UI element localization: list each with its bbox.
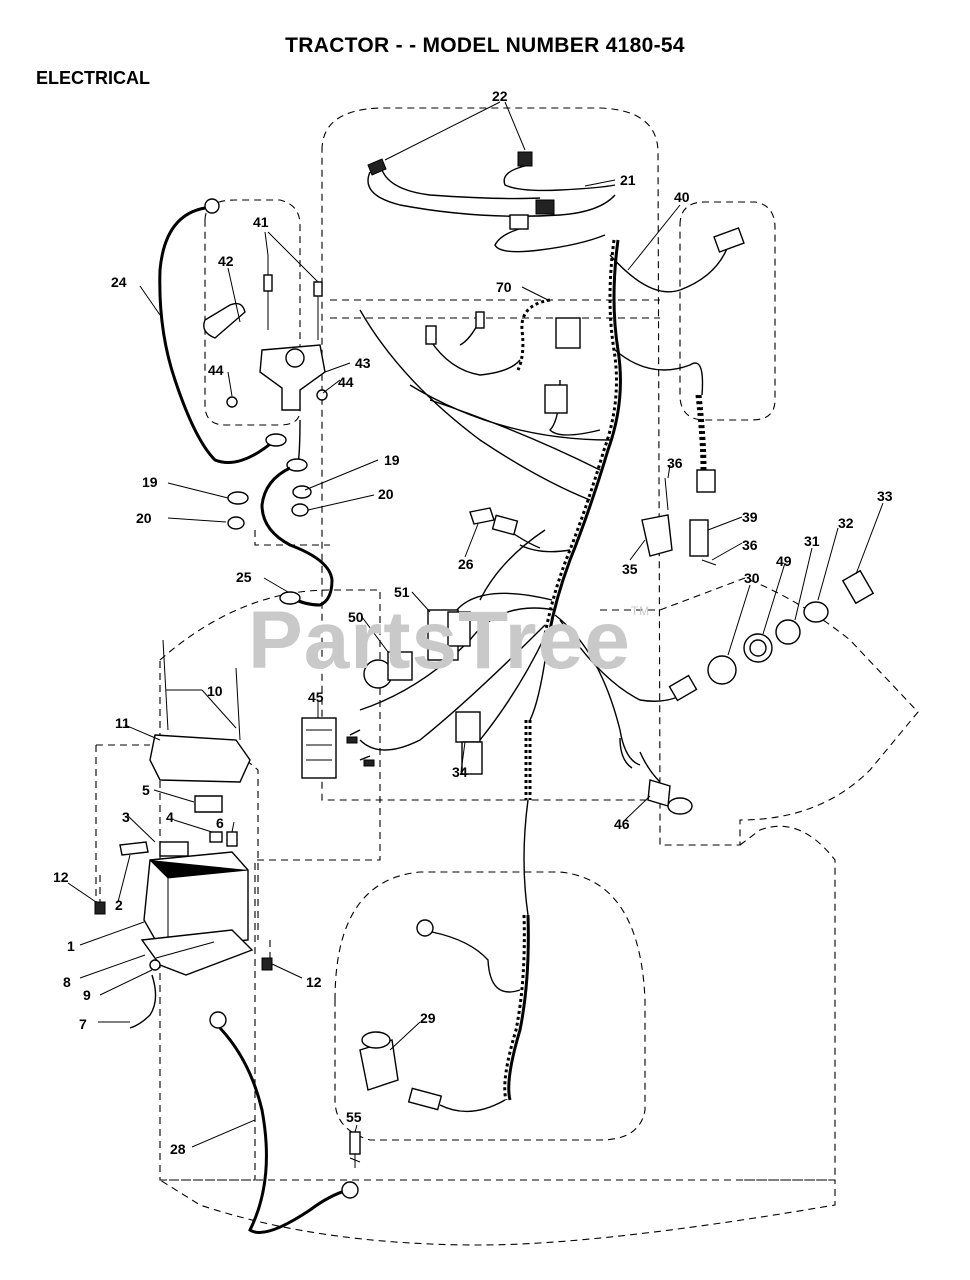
battery-cable-24: [158, 198, 287, 464]
callout-1: 1: [67, 938, 75, 954]
callout-55: 55: [346, 1109, 362, 1125]
washers-nuts: [227, 485, 312, 530]
callout-46: 46: [614, 816, 630, 832]
callout-36-bottom: 36: [742, 537, 758, 553]
callout-2: 2: [115, 897, 123, 913]
callout-12-left: 12: [53, 869, 69, 885]
ignition-switch: [668, 569, 875, 702]
callout-24: 24: [111, 274, 127, 290]
callout-51: 51: [394, 584, 410, 600]
callout-12-right: 12: [306, 974, 322, 990]
tractor-outline: [95, 107, 919, 1246]
callout-22: 22: [492, 88, 508, 104]
rear-components: [349, 919, 521, 1168]
callout-20-right: 20: [378, 486, 394, 502]
callout-44-left: 44: [208, 362, 224, 378]
headlight-harness: [367, 151, 616, 253]
callout-6: 6: [216, 815, 224, 831]
watermark-tm: TM: [630, 604, 651, 618]
callout-36-top: 36: [667, 455, 683, 471]
callout-26: 26: [458, 556, 474, 572]
callout-50: 50: [348, 609, 364, 625]
callout-30: 30: [744, 570, 760, 586]
partstree-watermark: PartsTreeTM: [248, 594, 650, 688]
callout-11: 11: [115, 715, 130, 731]
callout-45: 45: [308, 689, 324, 705]
callout-42: 42: [218, 253, 234, 269]
callout-40: 40: [674, 189, 690, 205]
callout-20-left: 20: [136, 510, 152, 526]
callout-43: 43: [355, 355, 371, 371]
callout-19-right: 19: [384, 452, 400, 468]
ground-cable-28: [209, 1011, 359, 1234]
section-heading: ELECTRICAL: [36, 68, 150, 88]
leader-lines: [67, 101, 884, 1148]
callout-34: 34: [452, 764, 468, 780]
callout-10: 10: [207, 683, 223, 699]
modules-lower: [301, 711, 693, 815]
solenoid-assembly: [203, 255, 328, 466]
callout-39: 39: [742, 509, 758, 525]
callout-9: 9: [83, 987, 91, 1003]
battery-assembly: [94, 639, 273, 1029]
watermark-text: PartsTree: [248, 595, 631, 686]
callout-44-right: 44: [338, 374, 354, 390]
page-title: TRACTOR - - MODEL NUMBER 4180-54: [285, 34, 685, 57]
connectors-center: [346, 507, 519, 767]
callout-41: 41: [253, 214, 269, 230]
callout-29: 29: [420, 1010, 436, 1026]
callout-4: 4: [166, 809, 174, 825]
callout-5: 5: [142, 782, 150, 798]
callout-21: 21: [620, 172, 636, 188]
main-wire-loom: [359, 227, 745, 1101]
callout-8: 8: [63, 974, 71, 990]
callout-33: 33: [877, 488, 893, 504]
callout-7: 7: [79, 1016, 87, 1032]
callout-49: 49: [776, 553, 792, 569]
callout-35: 35: [622, 561, 638, 577]
callout-32: 32: [838, 515, 854, 531]
callout-28: 28: [170, 1141, 186, 1157]
callout-3: 3: [122, 809, 130, 825]
callout-labels: 22 21 40 41 42 24 70 44 43 44 19 19 20 2…: [53, 88, 893, 1157]
callout-31: 31: [804, 533, 820, 549]
cable-25: [260, 458, 334, 607]
callout-25: 25: [236, 569, 252, 585]
relay-70: [425, 298, 581, 376]
switch-bracket: [641, 477, 717, 566]
callout-19-left: 19: [142, 474, 158, 490]
callout-70: 70: [496, 279, 512, 295]
